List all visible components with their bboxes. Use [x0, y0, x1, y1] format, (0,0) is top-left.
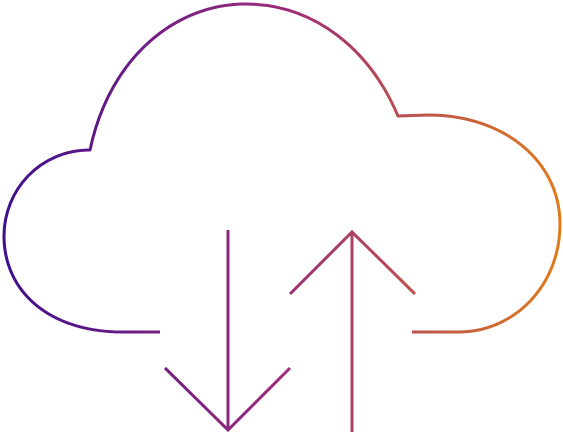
upload-arrow-icon	[288, 229, 417, 432]
download-arrow-icon	[163, 230, 292, 433]
cloud-outline-icon	[2, 2, 562, 334]
